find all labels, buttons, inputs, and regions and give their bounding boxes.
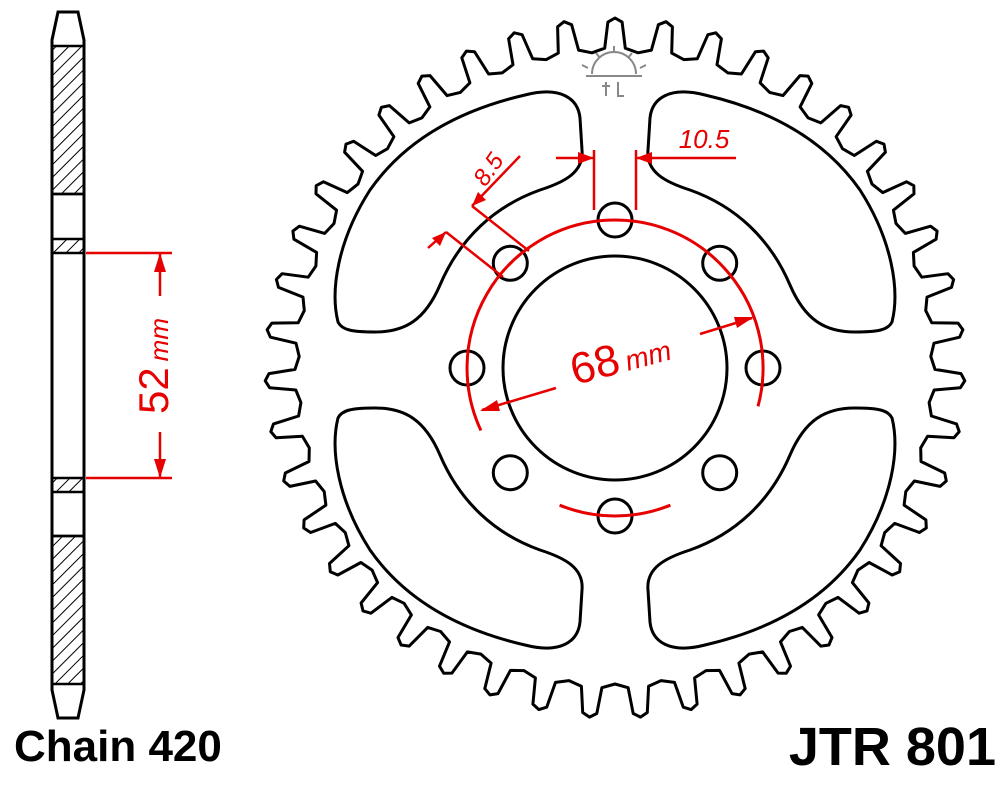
part-number-label: JTR 801 — [788, 717, 996, 777]
offset-dimension-label: 10.5 — [679, 124, 730, 154]
center-bore — [501, 254, 729, 482]
offset-dimension — [556, 150, 736, 210]
bolt-circle-arc-upper — [465, 218, 765, 432]
bore-dimension-label: 52mm — [130, 318, 177, 414]
brand-logo-icon — [581, 46, 647, 97]
bolt-circle-dimension — [480, 316, 754, 412]
bolt-hole — [491, 454, 529, 492]
side-view: 52mm — [50, 10, 177, 720]
side-hub-band-top — [50, 237, 86, 255]
window-bottom-right — [646, 406, 897, 650]
sprocket-teeth-outline — [263, 16, 967, 719]
side-view-outline — [50, 10, 86, 720]
bolt-hole — [701, 454, 739, 492]
hole-dimension — [427, 155, 530, 278]
hole-dimension-label: 8.5 — [468, 148, 510, 191]
side-hub-band-bottom — [50, 476, 86, 494]
bolt-circle-arcs — [465, 218, 765, 518]
bore-dimension — [86, 251, 172, 480]
bolt-circle-dimension-label: 68mm — [565, 321, 676, 395]
chain-size-label: Chain 420 — [14, 722, 222, 771]
side-hatch-bottom — [50, 534, 86, 686]
window-top-left — [333, 90, 584, 334]
side-hatch-top — [50, 44, 86, 196]
bolt-hole — [701, 244, 739, 282]
bolt-hole — [491, 244, 529, 282]
window-bottom-left — [333, 406, 584, 650]
bolt-circle-arc-lower — [559, 503, 671, 518]
front-view: 68mm 8.5 10.5 — [263, 16, 967, 719]
